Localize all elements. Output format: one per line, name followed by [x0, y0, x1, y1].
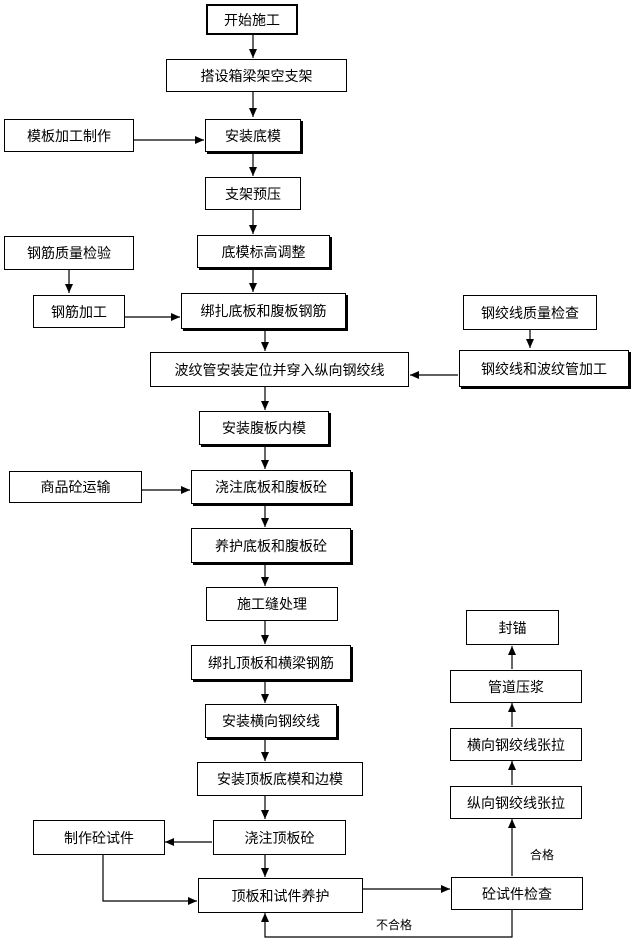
node-bind-rebar: 绑扎底板和腹板钢筋	[181, 293, 346, 329]
node-bottom-adjust: 底模标高调整	[197, 235, 330, 268]
node-trans-tension: 横向钢绞线张拉	[450, 728, 582, 761]
node-formwork-make: 模板加工制作	[4, 119, 134, 152]
node-grouting: 管道压浆	[450, 670, 582, 703]
node-install-bottom: 安装底模	[205, 119, 301, 152]
node-strand-process: 钢绞线和波纹管加工	[459, 350, 629, 387]
node-joint: 施工缝处理	[206, 587, 338, 621]
node-cure-top: 顶板和试件养护	[198, 878, 363, 913]
node-rebar-process: 钢筋加工	[33, 295, 125, 328]
node-pour-bottom: 浇注底板和腹板砼	[191, 470, 351, 504]
node-concrete-transport: 商品砼运输	[9, 471, 142, 503]
node-strand-check: 钢绞线质量检查	[463, 295, 597, 330]
node-start: 开始施工	[206, 4, 298, 35]
edge-label-pass: 合格	[528, 846, 557, 863]
node-cure-bottom: 养护底板和腹板砼	[191, 528, 351, 563]
node-support: 搭设箱梁架空支架	[166, 59, 347, 92]
node-specimen-check: 砼试件检查	[451, 877, 583, 910]
node-anchor-seal: 封锚	[466, 610, 559, 645]
node-trans-strand: 安装横向钢绞线	[205, 704, 337, 738]
node-bind-top: 绑扎顶板和横梁钢筋	[191, 645, 351, 680]
arrow-specimen-make-to-cure-top	[102, 855, 197, 905]
node-pour-top: 浇注顶板砼	[213, 820, 346, 855]
node-preload: 支架预压	[205, 177, 301, 210]
node-long-tension: 纵向钢绞线张拉	[450, 786, 582, 819]
edge-label-fail: 不合格	[374, 916, 415, 933]
node-duct-install: 波纹管安装定位并穿入纵向钢绞线	[150, 352, 409, 387]
node-specimen-make: 制作砼试件	[33, 820, 165, 855]
node-rebar-check: 钢筋质量检验	[4, 236, 134, 270]
arrow-fail-loop	[261, 910, 513, 938]
node-top-form: 安装顶板底模和边模	[197, 762, 363, 796]
node-inner-form: 安装腹板内模	[199, 411, 329, 445]
